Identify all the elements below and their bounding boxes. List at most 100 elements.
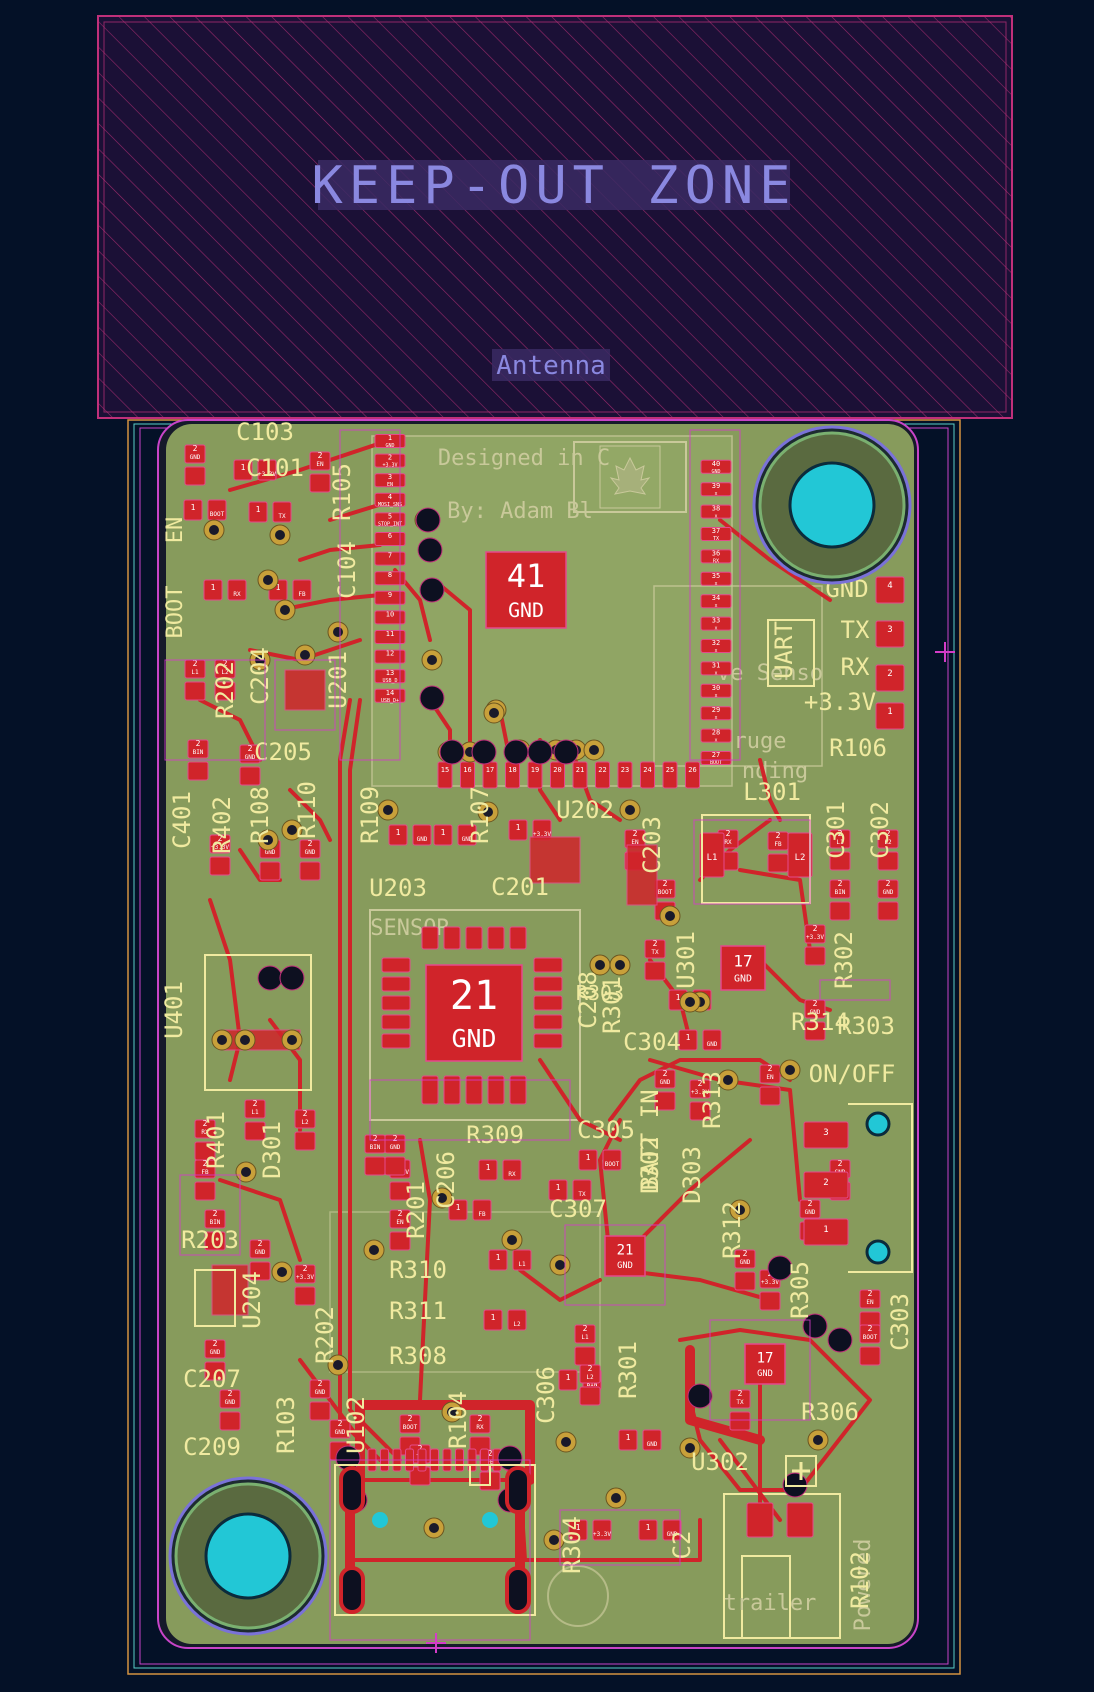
courtyard-outline (369, 1079, 571, 1141)
smd-pad (294, 1264, 316, 1284)
smd-pad (465, 1075, 483, 1105)
via-drill (369, 1245, 379, 1255)
smd-pad (374, 688, 406, 703)
silkscreen-label: U302 (691, 1448, 749, 1476)
smd-pad (700, 639, 732, 653)
smd-pad (700, 751, 732, 765)
smd-pad (374, 492, 406, 507)
smd-pad (734, 1271, 756, 1291)
via-drill (561, 1437, 571, 1447)
pad-number: 2 (633, 829, 638, 838)
module-pad-number: 37 (712, 527, 720, 535)
pad-net: GND (462, 836, 473, 843)
silkscreen-label: R203 (181, 1226, 239, 1254)
silkscreen-label: R304 (558, 1516, 586, 1574)
courtyard-outline (689, 429, 741, 761)
pad-net: L1 (191, 669, 199, 676)
smd-pad (248, 501, 268, 523)
smd-pad (829, 851, 851, 871)
smd-pad (194, 1119, 216, 1139)
pad-number: 2 (886, 829, 891, 838)
mounting-holes[interactable] (168, 425, 955, 1653)
pad-number: 1 (241, 463, 246, 472)
pad-number: 2 (838, 879, 843, 888)
smd-pad (472, 1199, 492, 1221)
pad-net: GND (210, 1349, 221, 1356)
module-pad-number: 23 (621, 766, 629, 774)
pad-number: 1 (676, 993, 681, 1002)
smd-pad (592, 1519, 612, 1541)
via-drill (785, 1065, 795, 1075)
silkscreen-label: U102 (342, 1396, 370, 1454)
plus-marker (785, 1455, 817, 1487)
module-pad-number: 40 (712, 460, 720, 468)
smd-pad (233, 459, 253, 481)
silkscreen-label: R201 (402, 1181, 430, 1239)
smd-pad (389, 1231, 411, 1251)
module-pad-number: 32 (712, 639, 720, 647)
smd-pad (478, 1159, 498, 1181)
via-drill (280, 605, 290, 615)
silkscreen-label: D302 (636, 1136, 664, 1194)
module-pad-number: 30 (712, 684, 720, 692)
courtyard-outline (819, 979, 891, 1001)
pad-net: TX (651, 949, 659, 956)
smd-pad (700, 459, 732, 474)
module-pad-number: 21 (576, 766, 584, 774)
via-drill (685, 997, 695, 1007)
logo-circle (547, 1565, 609, 1627)
via-drill (555, 1260, 565, 1270)
pad-number: 2 (318, 1379, 323, 1388)
courtyard-outline (339, 429, 401, 761)
pad-number: 2 (663, 879, 668, 888)
silkscreen-label: R302 (830, 931, 858, 989)
smd-pad (183, 499, 203, 521)
silkscreen-label: U301 (672, 931, 700, 989)
module-pad-net: x (714, 491, 717, 497)
smd-pad (374, 473, 406, 488)
silkscreen-label: C103 (236, 418, 294, 446)
smd-pad (508, 819, 528, 841)
pad-number: 2 (203, 1159, 208, 1168)
maple-leaf-icon (609, 456, 651, 495)
pad-net: BOOT (210, 511, 225, 518)
module-pad-net: EN (387, 482, 393, 488)
pad-net: FB (486, 1459, 494, 1466)
silkscreen-label: R309 (466, 1121, 524, 1149)
origin-crosshair-icon (935, 642, 955, 662)
fab-text: ve Senso (717, 661, 823, 686)
module-pad-net: GND (711, 469, 720, 475)
thermal-pad-net: GND (617, 1261, 633, 1271)
pad-number: 2 (318, 451, 323, 460)
pad-net: +3.3V (258, 471, 276, 478)
battery-connector-outline (741, 1555, 791, 1639)
via-drill (735, 1205, 745, 1215)
pad-net: BIN (193, 749, 204, 756)
pad-number: 2 (193, 659, 198, 668)
smd-pad (533, 1014, 563, 1030)
smd-pad (204, 1339, 226, 1359)
module-pad-number: 2 (388, 454, 392, 462)
pad-net: GND (667, 1531, 678, 1538)
module-pad-number: 1 (388, 434, 392, 442)
pad-number: 1 (823, 1225, 828, 1235)
thermal-pad-net: GND (734, 974, 752, 985)
keepout-zone[interactable]: KEEP-OUT ZONE Antenna (97, 15, 1013, 419)
smd-pad (294, 1286, 316, 1306)
smd-pad (689, 1079, 711, 1099)
copper-trace (498, 1518, 702, 1562)
thermal-pad-net: GND (757, 1369, 773, 1379)
silkscreen-label: R301 (614, 1341, 642, 1399)
smd-pad (421, 1075, 439, 1105)
thermal-pad (485, 551, 567, 629)
silkscreen-label: C306 (532, 1366, 560, 1424)
smd-pad (799, 1199, 821, 1219)
smd-pad (374, 551, 406, 566)
pad-net: +3.3V (593, 1531, 611, 1538)
fab-text: trailer (724, 1591, 817, 1616)
pad-net: BIN (210, 1219, 221, 1226)
component-outline (469, 1464, 491, 1486)
module-pad-number: 35 (712, 572, 720, 580)
